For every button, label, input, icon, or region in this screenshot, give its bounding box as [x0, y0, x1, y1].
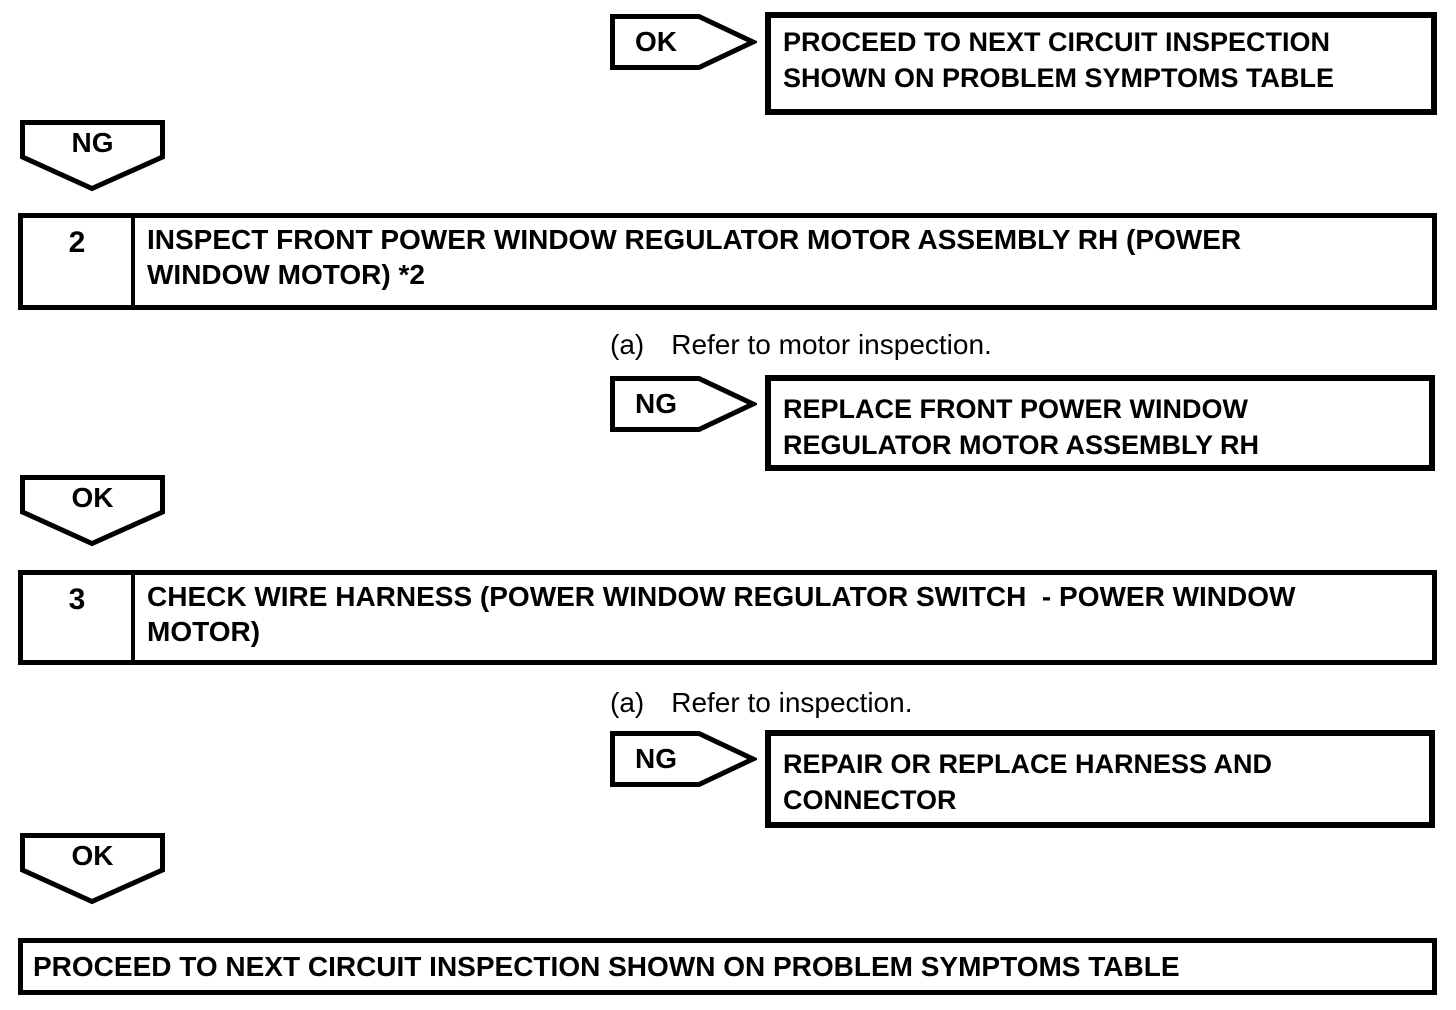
ok-connector-step-3: OK	[20, 833, 165, 905]
note-step-2: (a) Refer to motor inspection.	[610, 328, 992, 362]
ng-tag-label: NG	[635, 743, 677, 774]
arrow-right-icon	[610, 376, 757, 432]
step-box-2: 2 INSPECT FRONT POWER WINDOW REGULATOR M…	[18, 213, 1437, 310]
ok-tag-label: OK	[635, 26, 677, 57]
ok-connector-label: OK	[71, 482, 114, 513]
note-step-3: (a) Refer to inspection.	[610, 686, 912, 720]
result-text: PROCEED TO NEXT CIRCUIT INSPECTION SHOWN…	[783, 27, 1335, 93]
result-box-repair-harness: REPAIR OR REPLACE HARNESS AND CONNECTOR	[765, 730, 1435, 828]
result-box-proceed-top: PROCEED TO NEXT CIRCUIT INSPECTION SHOWN…	[765, 12, 1437, 115]
ng-tag-label: NG	[635, 388, 677, 419]
step-number: 3	[23, 575, 135, 660]
arrow-down-pentagon-icon	[20, 120, 165, 192]
arrow-right-icon	[610, 731, 757, 787]
ng-connector-label: NG	[71, 127, 114, 158]
final-result-text: PROCEED TO NEXT CIRCUIT INSPECTION SHOWN…	[33, 950, 1180, 982]
note-label: (a)	[610, 687, 645, 718]
note-text: Refer to inspection.	[671, 687, 913, 718]
result-box-replace-motor: REPLACE FRONT POWER WINDOW REGULATOR MOT…	[765, 375, 1435, 471]
ok-connector-step-2: OK	[20, 475, 165, 547]
ok-tag-top: OK	[610, 14, 757, 70]
note-label: (a)	[610, 329, 645, 360]
step-box-3: 3 CHECK WIRE HARNESS (POWER WINDOW REGUL…	[18, 570, 1437, 665]
ok-connector-label: OK	[71, 840, 114, 871]
arrow-right-icon	[610, 14, 757, 70]
result-text: REPAIR OR REPLACE HARNESS AND CONNECTOR	[783, 749, 1273, 815]
ng-tag-step-2: NG	[610, 376, 757, 432]
note-text: Refer to motor inspection.	[671, 329, 992, 360]
final-result-box: PROCEED TO NEXT CIRCUIT INSPECTION SHOWN…	[18, 938, 1437, 995]
result-text: REPLACE FRONT POWER WINDOW REGULATOR MOT…	[783, 394, 1260, 460]
ng-connector-top: NG	[20, 120, 165, 192]
ng-tag-step-3: NG	[610, 731, 757, 787]
arrow-down-pentagon-icon	[20, 833, 165, 905]
step-number: 2	[23, 218, 135, 305]
step-title: CHECK WIRE HARNESS (POWER WINDOW REGULAT…	[147, 581, 1296, 647]
arrow-down-pentagon-icon	[20, 475, 165, 547]
step-title: INSPECT FRONT POWER WINDOW REGULATOR MOT…	[147, 224, 1242, 290]
